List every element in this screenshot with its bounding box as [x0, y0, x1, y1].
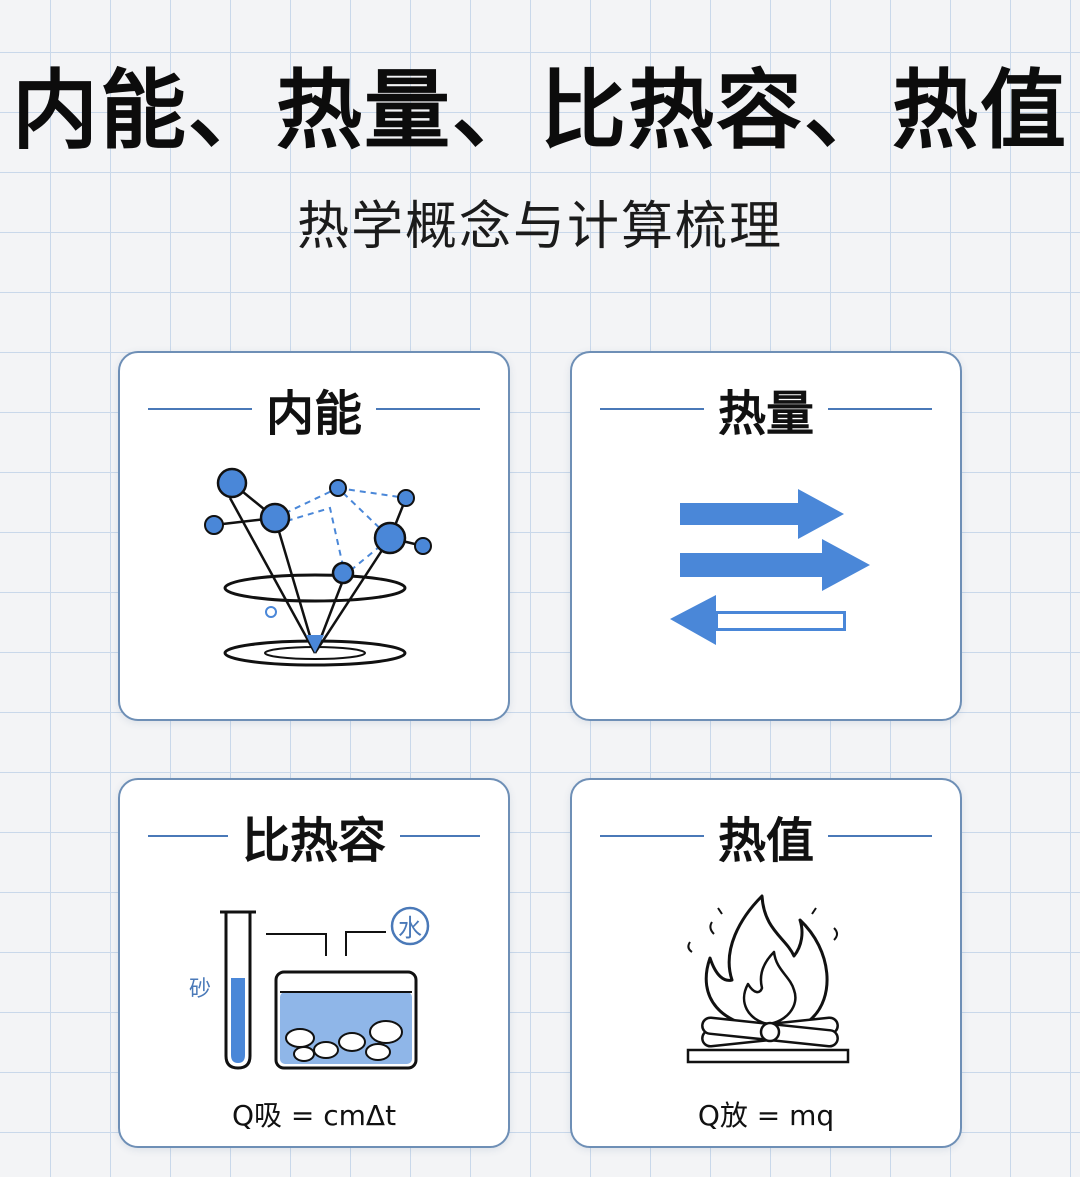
card-heat: 热量	[570, 351, 962, 721]
sand-label: 砂	[189, 977, 211, 1002]
header-line-right	[400, 835, 481, 837]
card-header: 热值	[600, 804, 933, 869]
card-title: 内能	[266, 386, 363, 442]
page-title: 内能、热量、比热容、热值	[12, 61, 1068, 161]
specific-heat-experiment-icon: 水 砂	[189, 906, 430, 1070]
card-title: 比热容	[242, 813, 387, 869]
card-heat-value: 热值 Q放 = mq	[570, 778, 962, 1148]
molecule-motion-icon	[204, 467, 432, 667]
water-label: 水	[398, 914, 422, 942]
header-line-right	[828, 835, 933, 837]
header-line-left	[600, 408, 704, 410]
header-line-right	[376, 408, 481, 410]
header-line-right	[828, 408, 933, 410]
specific-heat-formula: Q吸 = cmΔt	[231, 1099, 397, 1132]
header-line-left	[600, 835, 704, 837]
card-header: 热量	[600, 377, 933, 442]
campfire-icon	[686, 894, 850, 1064]
header-line-left	[148, 835, 228, 837]
card-title: 热量	[718, 386, 815, 442]
heat-transfer-arrows-icon	[670, 489, 870, 645]
card-header: 比热容	[148, 804, 481, 869]
card-header: 内能	[148, 377, 481, 442]
card-internal-energy: 内能	[118, 351, 510, 721]
card-specific-heat: 比热容 水 砂 Q吸 = cmΔt	[118, 778, 510, 1148]
heat-value-formula: Q放 = mq	[697, 1099, 835, 1132]
page-subtitle: 热学概念与计算梳理	[296, 197, 783, 257]
card-title: 热值	[718, 813, 815, 869]
header-line-left	[148, 408, 252, 410]
